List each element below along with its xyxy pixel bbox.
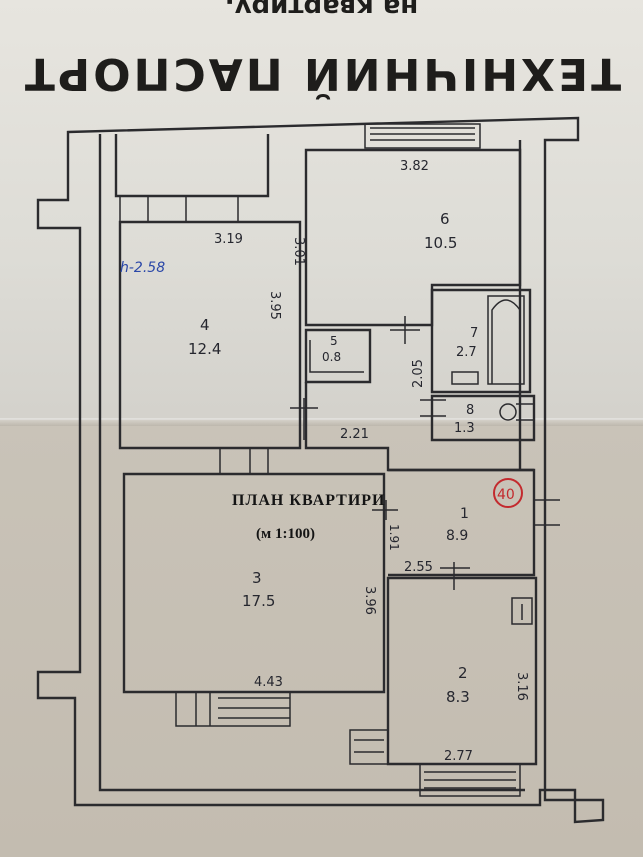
dimension-label: 1.91 xyxy=(387,524,401,551)
dimension-label: 3.82 xyxy=(400,159,429,174)
dimension-label: 3.96 xyxy=(362,586,377,615)
room-3-area: 17.5 xyxy=(242,592,275,610)
plan-caption: ПЛАН КВАРТИРИ xyxy=(232,492,386,509)
dimension-labels: 3.82 3.01 3.19 3.95 2.05 2.21 1.91 2.55 … xyxy=(214,159,529,764)
room-6-number: 6 xyxy=(440,210,450,228)
room-3-number: 3 xyxy=(252,569,262,587)
dimension-label: 2.05 xyxy=(411,359,426,388)
room-2-number: 2 xyxy=(458,664,468,682)
dimension-label: 3.16 xyxy=(514,672,529,701)
room-8-area: 1.3 xyxy=(454,421,475,436)
room-1-number: 1 xyxy=(460,506,469,522)
dimension-label: 2.77 xyxy=(444,749,473,764)
room-7-number: 7 xyxy=(470,326,478,341)
paper-fold-line xyxy=(0,418,643,426)
paper-upper-half xyxy=(0,0,643,430)
room-1-area: 8.9 xyxy=(446,528,468,544)
room-5-number: 5 xyxy=(330,334,338,348)
dimension-label: 3.95 xyxy=(267,291,282,320)
room-5-area: 0.8 xyxy=(322,350,341,364)
ceiling-height-note: h-2.58 xyxy=(120,260,165,276)
plan-scale: (м 1:100) xyxy=(256,526,315,542)
apartment-number-stamp: 40 xyxy=(493,478,523,508)
room-2-area: 8.3 xyxy=(446,688,470,706)
room-labels: 6 10.5 4 12.4 5 0.8 7 2.7 8 1.3 1 8.9 3 … xyxy=(188,210,478,706)
dimension-label: 2.55 xyxy=(404,560,433,575)
dimension-label: 3.19 xyxy=(214,232,243,247)
room-7-area: 2.7 xyxy=(456,345,477,360)
dimension-label: 4.43 xyxy=(254,675,283,690)
room-8-number: 8 xyxy=(466,403,474,418)
apartment-number: 40 xyxy=(497,487,515,503)
room-4-number: 4 xyxy=(200,316,210,334)
room-4-area: 12.4 xyxy=(188,340,221,358)
interior-walls xyxy=(114,123,560,797)
room-6-area: 10.5 xyxy=(424,234,457,252)
dimension-label: 3.01 xyxy=(291,237,306,266)
dimension-label: 2.21 xyxy=(340,427,369,442)
